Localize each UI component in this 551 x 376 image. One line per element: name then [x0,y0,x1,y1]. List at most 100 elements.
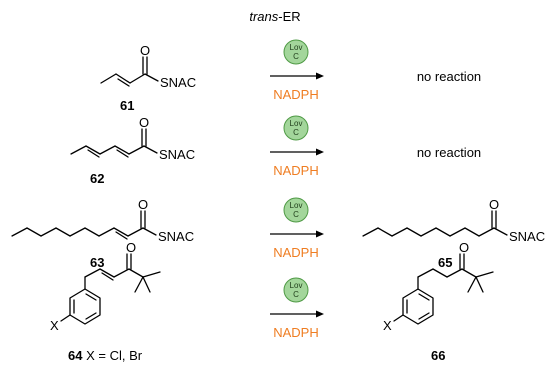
bond [475,271,494,278]
bond [432,268,448,278]
arrow-head-icon [316,310,324,318]
arrow-head-icon [316,72,324,80]
bond [69,227,86,237]
snac-label: SNAC [509,229,545,244]
bond [467,276,477,293]
compound-62-label: 62 [90,171,104,186]
bond [418,312,430,320]
bond [128,268,144,278]
halogen-label: X [50,318,59,333]
compound-64-substituent: X = Cl, Br [82,348,142,363]
bond [60,314,71,322]
bond [478,227,495,237]
bond [391,227,408,237]
enzyme-header-rest: -ER [278,9,300,24]
bond [493,227,508,236]
lovc-badge-bottom: C [293,128,299,137]
bond [143,145,158,154]
bond [377,227,393,237]
bond [144,73,159,82]
cofactor-label: NADPH [273,163,319,178]
bond [461,268,477,278]
bond [84,227,100,237]
bond [142,276,151,293]
bond [113,227,129,237]
lovc-badge-top: Lov [290,201,303,210]
benzene-ring [402,288,434,325]
bond [142,227,157,236]
bond [417,268,434,278]
compound-64-label: 64 X = Cl, Br [68,348,143,363]
lovc-badge-top: Lov [290,281,303,290]
bond [113,268,130,278]
snac-label: SNAC [159,147,195,162]
enzyme-header-italic: trans [249,9,278,24]
oxygen-label: O [138,197,148,212]
arrow-head-icon [316,148,324,156]
bond [55,227,71,237]
oxygen-label: O [139,115,149,130]
cofactor-label: NADPH [273,87,319,102]
bond [446,268,463,278]
bond [114,145,130,155]
bond [475,276,484,293]
lovc-badge-bottom: C [293,52,299,61]
bond [98,227,115,237]
bond [117,78,130,87]
compound-61-label: 61 [120,98,134,113]
bond [101,272,114,281]
oxygen-label: O [489,197,499,212]
lovc-badge [283,39,309,65]
oxygen-label: O [459,240,469,255]
bond [449,227,466,237]
bond [99,268,115,278]
bond [362,227,379,237]
result-label: no reaction [417,145,481,160]
bond [115,231,128,240]
lovc-badge-top: Lov [290,43,303,52]
bond [134,276,144,293]
compound-65-label: 65 [438,255,452,270]
bond [128,145,145,155]
bond [393,314,404,322]
oxygen-label: O [126,240,136,255]
lovc-badge [283,197,309,223]
arrow-head-icon [316,230,324,238]
cofactor-label: NADPH [273,325,319,340]
bond [127,227,144,237]
benzene-ring [69,288,101,325]
compound-65-structure: O SNAC [362,197,545,244]
bond [116,149,129,158]
bond [115,73,131,84]
bond [85,312,97,320]
compound-63-label: 63 [90,255,104,270]
bond [40,227,57,237]
lovc-badge-bottom: C [293,290,299,299]
snac-label: SNAC [160,75,196,90]
bond [85,293,97,301]
bond [406,227,422,237]
halogen-label: X [383,318,392,333]
lovc-badge-top: Lov [290,119,303,128]
lovc-badge [283,277,309,303]
bond [85,145,101,155]
bond [464,227,480,237]
bond [142,271,161,278]
compound-61-structure: O SNAC [100,43,196,90]
compound-66-label: 66 [431,348,445,363]
bond [129,73,146,84]
reaction-3: Lov C NADPH [270,197,324,260]
bond [420,227,437,237]
reaction-2: Lov C NADPH no reaction [270,115,481,178]
result-label: no reaction [417,69,481,84]
snac-label: SNAC [158,229,194,244]
bond [418,293,430,301]
bond [99,145,116,155]
cofactor-label: NADPH [273,245,319,260]
compound-62-structure: O SNAC [70,115,195,162]
bond [84,268,101,278]
compound-64-structure: O X [50,240,161,333]
compound-63-structure: O SNAC [11,197,194,244]
